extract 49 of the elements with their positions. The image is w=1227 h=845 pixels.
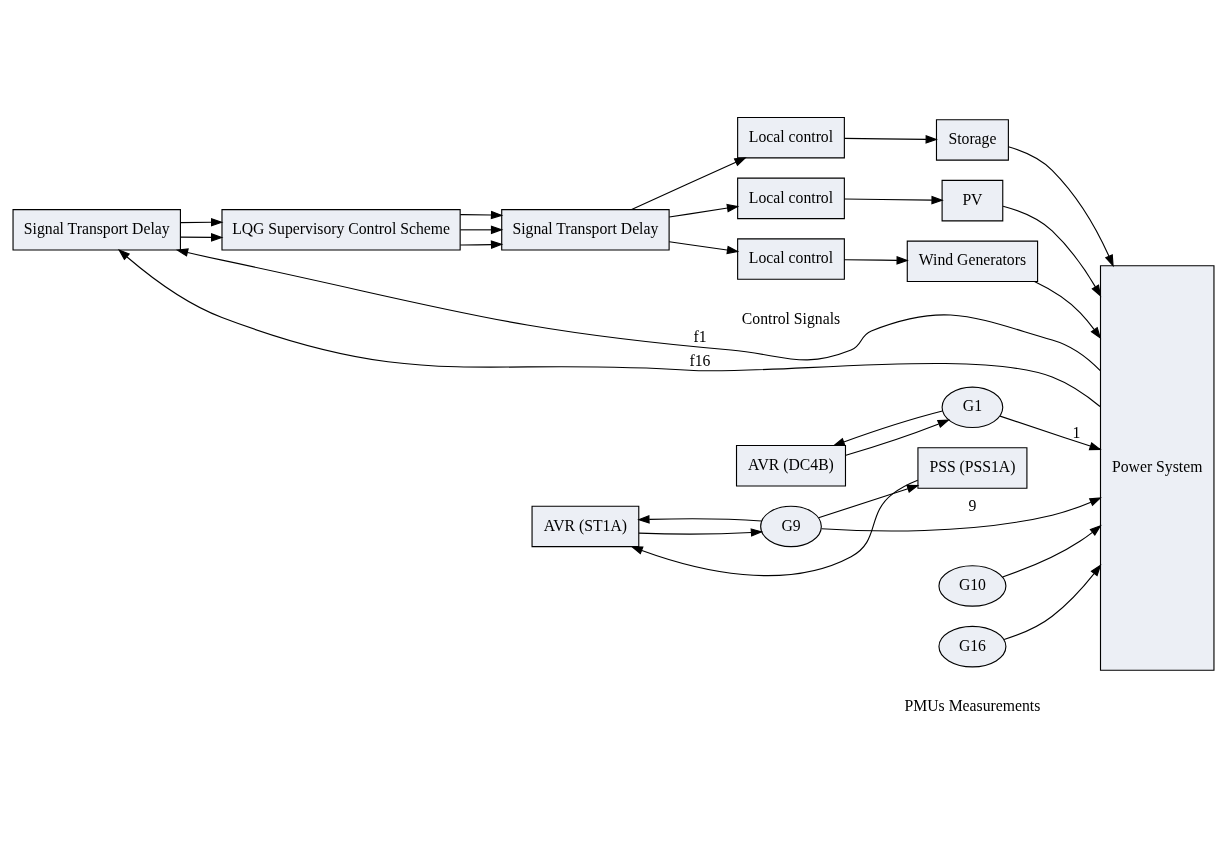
arrow: [1007, 146, 1114, 268]
node-ellipse: G1: [941, 386, 1004, 429]
node-box: AVR (DC4B): [735, 444, 847, 487]
arrow: [845, 419, 950, 456]
arrow: [668, 203, 740, 218]
arrow: [832, 410, 943, 447]
node-box: Signal Transport Delay: [12, 209, 181, 251]
arrow: [818, 484, 920, 519]
node-ellipse: G16: [938, 625, 1007, 668]
arrow: [459, 240, 504, 249]
node-box: LQG Supervisory Control Scheme: [221, 209, 461, 251]
node-box: Local control: [737, 116, 845, 159]
edge-label: f1: [693, 328, 707, 346]
node-box: Power System: [1099, 265, 1215, 671]
arrow: [843, 195, 944, 205]
arrow: [820, 497, 1102, 532]
node-box: Signal Transport Delay: [501, 209, 670, 251]
node-box: Storage: [935, 119, 1009, 161]
arrow: [638, 528, 764, 537]
arrow: [179, 217, 224, 227]
edge-label: 9: [968, 496, 977, 514]
node-box: PV: [941, 179, 1004, 222]
arrow: [459, 210, 504, 220]
arrow: [843, 135, 938, 144]
arrow: [179, 233, 224, 242]
node-box: Wind Generators: [906, 240, 1039, 283]
arrow: [637, 515, 763, 524]
arrow: [631, 157, 747, 210]
arrow: [1002, 524, 1102, 578]
arrow: [1003, 563, 1102, 640]
arrow: [668, 241, 740, 255]
arrow: [843, 256, 909, 265]
arrow: [117, 248, 1101, 408]
node-ellipse: G10: [938, 565, 1007, 607]
arrow: [1033, 281, 1102, 340]
arrow: [459, 225, 504, 235]
arrow: [1002, 205, 1102, 298]
arrow: [999, 415, 1102, 451]
arrow: [630, 479, 919, 577]
label: Control Signals: [741, 309, 841, 327]
arrow: [175, 248, 1101, 372]
node-ellipse: G9: [760, 505, 822, 548]
edge-label: 1: [1072, 423, 1081, 441]
node-box: Local control: [737, 177, 845, 220]
node-box: PSS (PSS1A): [917, 447, 1028, 489]
edge-label: f16: [689, 351, 711, 369]
label: PMUs Measurements: [904, 697, 1041, 715]
node-box: Local control: [737, 238, 845, 280]
node-box: AVR (ST1A): [531, 505, 640, 548]
